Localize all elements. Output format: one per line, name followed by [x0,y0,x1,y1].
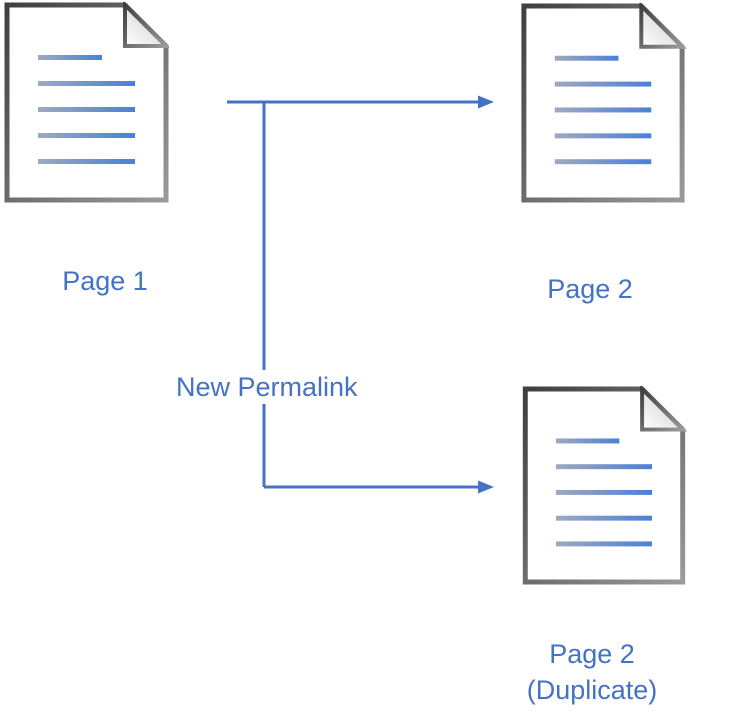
document-outline [521,3,685,203]
page-2-label: Page 2 [547,274,633,304]
page-2-duplicate-label-line1: Page 2 [549,639,635,669]
page-1-label: Page 1 [62,266,148,296]
connector-label-new-permalink: New Permalink [176,370,358,404]
document-icon-page-2-duplicate [522,386,687,585]
folded-corner [640,386,687,432]
document-outline [522,386,686,585]
arrowhead-icon-page2-duplicate [478,480,494,494]
document-text-lines [555,438,653,547]
folded-corner [123,2,169,48]
document-text-lines [38,55,135,164]
page-2-duplicate-label-line2: (Duplicate) [526,675,658,705]
document-icon-page-1 [4,2,169,203]
arrowhead-icon-page2 [478,95,494,109]
document-outline [4,2,169,203]
page-2-duplicate-label: Page 2 (Duplicate) [507,636,677,708]
document-text-lines [554,55,652,165]
folded-corner [639,3,687,49]
document-icon-page-2 [521,3,687,203]
